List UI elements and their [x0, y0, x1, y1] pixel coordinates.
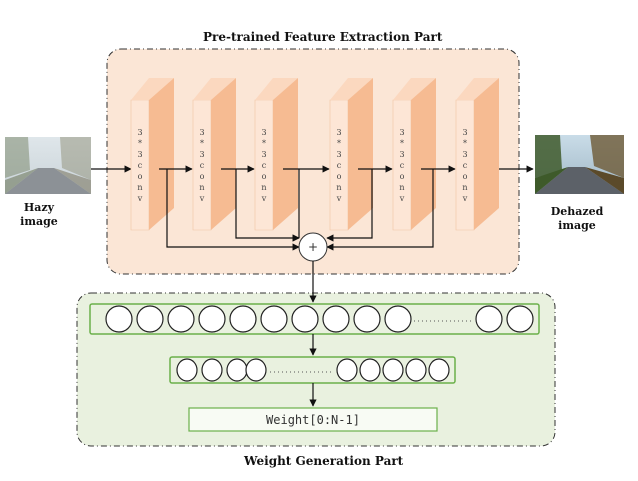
neuron-node — [167, 305, 195, 333]
hazy-image — [5, 137, 91, 194]
hazy-image-label: Hazy image — [14, 201, 64, 229]
dehazed-label-line2: image — [558, 219, 596, 232]
neuron-node — [384, 305, 412, 333]
neuron-node — [105, 305, 133, 333]
skip-connections — [159, 165, 456, 251]
hazy-label-line2: image — [20, 215, 58, 228]
dehazed-image — [535, 135, 624, 194]
dehazed-image-label: Dehazed image — [545, 205, 609, 233]
neuron-node — [382, 358, 404, 382]
neuron-node — [428, 358, 450, 382]
weight-output-label: Weight[0:N-1] — [266, 413, 360, 427]
neuron-node — [226, 358, 248, 382]
neuron-node — [291, 305, 319, 333]
skip-connection — [235, 169, 300, 242]
neuron-node — [136, 305, 164, 333]
neuron-node — [475, 305, 503, 333]
neuron-node — [201, 358, 223, 382]
skip-connection — [326, 169, 373, 242]
neuron-node — [322, 305, 350, 333]
skip-connection — [166, 169, 300, 251]
fc-layer-1 — [89, 303, 540, 335]
feature-part-title: Pre-trained Feature Extraction Part — [203, 30, 443, 44]
neuron-node — [245, 358, 267, 382]
dehazed-label-line1: Dehazed — [550, 205, 604, 218]
skip-connection — [326, 169, 434, 251]
fc-layer-1-nodes — [105, 305, 534, 333]
neuron-node — [229, 305, 257, 333]
hazy-label-line1: Hazy — [23, 201, 55, 214]
weight-output-box — [188, 407, 438, 432]
neuron-node — [353, 305, 381, 333]
neuron-node — [198, 305, 226, 333]
neuron-node — [359, 358, 381, 382]
neuron-node — [506, 305, 534, 333]
neuron-node — [336, 358, 358, 382]
fc-layer-2-nodes — [176, 358, 450, 382]
neuron-node — [405, 358, 427, 382]
neuron-node — [176, 358, 198, 382]
sum-symbol: + — [308, 240, 318, 254]
neuron-node — [260, 305, 288, 333]
weight-part-title: Weight Generation Part — [244, 454, 404, 468]
